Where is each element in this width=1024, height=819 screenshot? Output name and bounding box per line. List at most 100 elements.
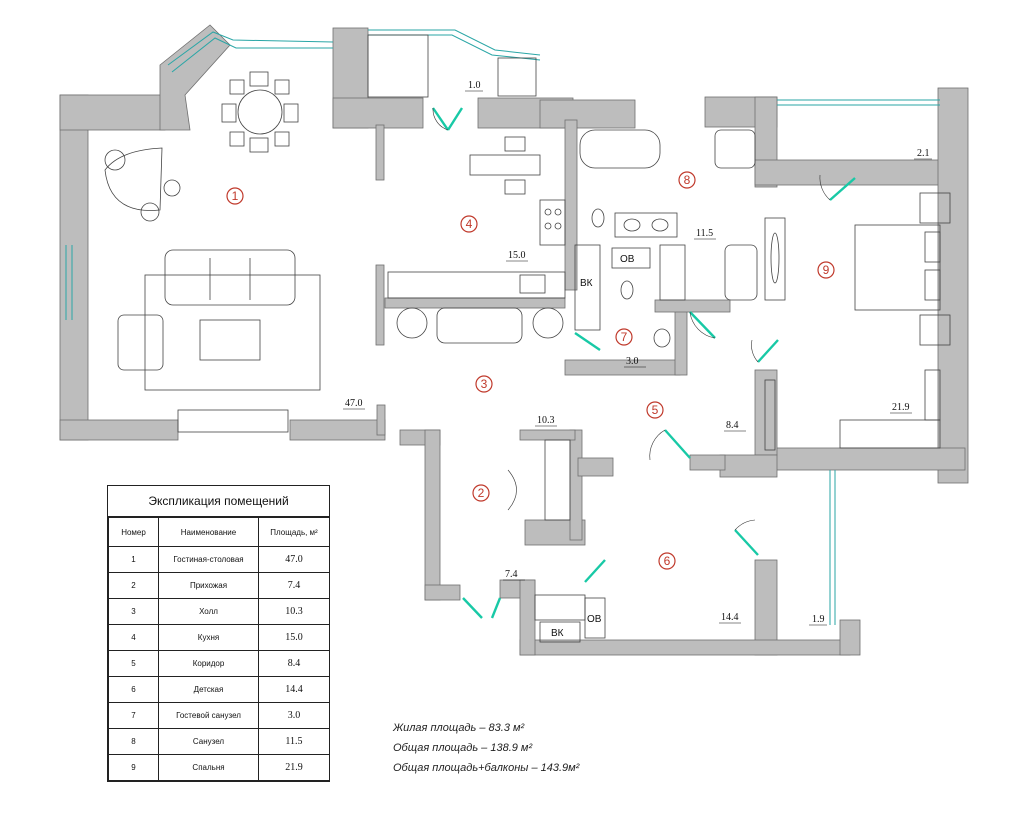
legend-cell-name: Холл <box>158 598 259 625</box>
door-wc <box>574 332 601 351</box>
room-number-circle <box>472 484 490 502</box>
door-child-closet <box>584 559 606 583</box>
ov-box-child <box>584 597 606 639</box>
ov-label-bath: ОВ <box>620 254 635 265</box>
sink-icon <box>519 274 546 294</box>
hall-wardrobe-icon <box>544 439 571 521</box>
wall-bay-left <box>159 24 231 131</box>
legend-cell-name: Гостевой санузел <box>158 702 259 729</box>
window-sill-south <box>177 409 289 433</box>
coffee-table-icon <box>199 319 261 361</box>
bath-shelf-icon <box>659 244 686 301</box>
room-area: 11.5 <box>696 228 713 239</box>
legend-cell-name: Коридор <box>158 650 259 677</box>
shower-icon <box>714 129 756 169</box>
room-area: 15.0 <box>508 250 526 261</box>
legend-cell-num: 6 <box>108 676 159 703</box>
legend-cell-num: 3 <box>108 598 159 625</box>
legend-cell-area: 14.4 <box>258 676 330 703</box>
room-number: 2 <box>478 486 485 500</box>
room-number-circle <box>460 215 478 233</box>
room-area: 7.4 <box>505 569 518 580</box>
vk-label-bath: ВК <box>580 278 593 289</box>
wall-bedroom-south <box>769 447 966 471</box>
bedroom-wardrobe-icon <box>839 419 941 449</box>
door-bedroom-balcony <box>829 177 856 201</box>
legend-header-num: Номер <box>108 517 159 547</box>
total-area: Общая площадь – 138.9 м² <box>393 742 533 754</box>
area-labels: 47.07.410.315.08.414.43.011.521.9 <box>343 228 912 624</box>
child-wardrobe-icon <box>534 594 586 621</box>
legend-header-name: Наименование <box>158 517 259 547</box>
balcony-area-2: 2.1 <box>917 148 930 159</box>
legend-cell-area: 10.3 <box>258 598 330 625</box>
room-number-circle <box>678 171 696 189</box>
room-legend: Экспликация помещений Номер Наименование… <box>107 485 330 782</box>
legend-cell-name: Спальня <box>158 754 259 781</box>
ov-label-child: ОВ <box>587 614 602 625</box>
wall-south-mid <box>289 419 386 441</box>
wc-toilet-icon <box>620 280 634 300</box>
wall-south-east <box>839 619 861 656</box>
doors <box>432 107 856 619</box>
double-sink-icon <box>614 212 678 238</box>
bedroom-tv-icon <box>764 217 786 301</box>
legend-header-row: Номер Наименование Площадь, м² <box>108 517 330 547</box>
door-bath <box>689 311 716 339</box>
furniture <box>104 71 951 621</box>
door-balcony <box>432 107 449 131</box>
legend-cell-area: 8.4 <box>258 650 330 677</box>
wall-bath-north <box>539 99 636 129</box>
wall-hall-north <box>519 429 576 441</box>
sofa-icon <box>164 249 296 306</box>
ov-box-bath <box>611 247 651 269</box>
walls <box>59 24 969 656</box>
curved-sofa-icon <box>104 147 163 211</box>
legend-cell-name: Прихожая <box>158 572 259 599</box>
room-area: 47.0 <box>345 398 363 409</box>
dining-table-icon <box>237 89 283 135</box>
armchair-icon <box>117 314 164 371</box>
wall-corridor-east <box>719 454 778 478</box>
room-area: 10.3 <box>537 415 555 426</box>
door-entry <box>462 597 483 619</box>
legend-cell-num: 1 <box>108 546 159 573</box>
vk-box-child <box>539 621 581 643</box>
balcony-box <box>497 57 537 97</box>
legend-cell-num: 7 <box>108 702 159 729</box>
room-number: 3 <box>481 377 488 391</box>
wall-wc-east <box>674 307 688 376</box>
wall-kitchen-north <box>332 97 424 129</box>
wall-east <box>937 87 969 484</box>
legend-cell-area: 15.0 <box>258 624 330 651</box>
bath-chair-icon <box>724 244 758 301</box>
total-area-with-balconies: Общая площадь+балконы – 143.9м² <box>393 762 580 774</box>
door-bedroom <box>757 339 779 363</box>
area-summary: Жилая площадь – 83.3 м² Общая площадь – … <box>393 718 579 778</box>
room-area: 14.4 <box>721 612 739 623</box>
legend-cell-area: 47.0 <box>258 546 330 573</box>
wall-entry-west <box>424 429 441 601</box>
wall-kitchen-counter <box>384 297 566 309</box>
vk-box-bath <box>574 244 601 331</box>
legend-cell-area: 11.5 <box>258 728 330 755</box>
kitchen-counter-icon <box>387 271 566 299</box>
room-area: 3.0 <box>626 356 639 367</box>
wall-partition-1 <box>375 124 385 181</box>
room-number-circle <box>475 375 493 393</box>
bathtub-icon <box>579 129 661 169</box>
wall-corridor-stub <box>577 457 614 477</box>
room-number: 4 <box>466 217 473 231</box>
room-number-circle <box>646 401 664 419</box>
legend-title: Экспликация помещений <box>108 486 329 517</box>
wall-partition-2 <box>375 264 385 346</box>
utility-tags: ВК ОВ ВК ОВ <box>539 244 651 643</box>
balcony-area-1: 1.0 <box>468 80 481 91</box>
